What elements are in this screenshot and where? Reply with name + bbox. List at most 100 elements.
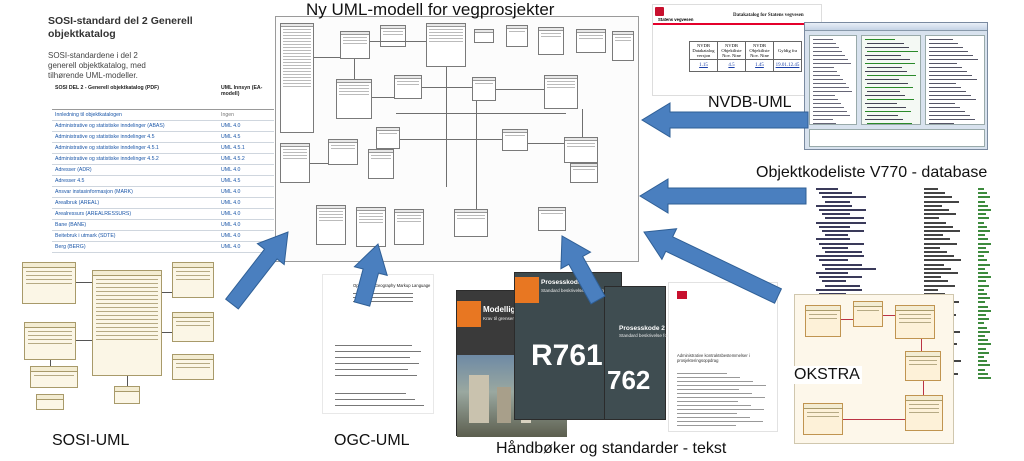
table-row: Arealressurs (AREALRESSURS)UML 4.0 (52, 208, 274, 220)
statens-vegvesen-logo: Statens vegvesen (655, 7, 693, 22)
uml-class-box (895, 305, 935, 339)
uml-class-box (576, 29, 606, 53)
nvdb-table-header: NVDB Objektliste Nov. Nine (745, 41, 774, 60)
nvdb-table-header: NVDB Datakatalog versjon (689, 41, 718, 60)
sosi-row-uml[interactable]: UML 4.0 (218, 208, 274, 220)
sosi-row-name[interactable]: Arealbruk (AREAL) (52, 197, 218, 209)
nvdb-catalog-webpage: Statens vegvesen Datakatalog for Statens… (652, 4, 822, 96)
table-row: Bane (BANE)UML 4.0 (52, 219, 274, 231)
sosi-row-name[interactable]: Bane (BANE) (52, 219, 218, 231)
book-number: 762 (607, 365, 651, 395)
table-row: Adresser (ADR)UML 4.0 (52, 164, 274, 176)
ogc-doc-title: OpenGIS® Geography Markup Language (353, 283, 431, 288)
uml-class-box (24, 322, 76, 360)
nvdb-table-value[interactable]: 19.01.12.45 (773, 59, 802, 72)
uml-class-box (612, 31, 634, 61)
sosi-row-name[interactable]: Beitebruk i utmark (SDTE) (52, 230, 218, 242)
model-title: Ny UML-modell for vegprosjekter (306, 0, 555, 19)
sosi-row-name[interactable]: Administrative og statistiske inndelinge… (52, 120, 218, 132)
table-header-row: SOSI DEL 2 - Generell objektkatalog (PDF… (52, 83, 274, 110)
sosi-row-uml[interactable]: UML 4.0 (218, 164, 274, 176)
nvdb-table-header: NVDB Objektliste Nov. Nine (717, 41, 746, 60)
handboker-label: Håndbøker og standarder - tekst (496, 440, 727, 457)
uml-class-box (92, 270, 162, 376)
book-subtitle: Krav til grenser (483, 316, 514, 321)
nvdb-uml-label: NVDB-UML (708, 94, 792, 111)
sosi-row-uml[interactable]: UML 4.5.2 (218, 153, 274, 165)
table-row: Ansvar instasinformasjon (MARK)UML 4.0 (52, 186, 274, 198)
sosi-row-uml[interactable]: UML 4.0 (218, 219, 274, 231)
table-row: Administrative og statistiske inndelinge… (52, 153, 274, 165)
sosi-row-name[interactable]: Administrative og statistiske inndelinge… (52, 131, 218, 143)
uml-class-box (368, 149, 394, 179)
sosi-catalog-panel: SOSI-standard del 2 Generell objektkatal… (48, 15, 274, 265)
nvdb-table-value[interactable]: 1.45 (745, 59, 774, 72)
sosi-row-uml[interactable]: UML 4.0 (218, 241, 274, 253)
uml-class-box (172, 262, 214, 298)
uml-class-box (564, 137, 598, 163)
sosi-row-uml[interactable]: UML 4.0 (218, 197, 274, 209)
sosi-row-uml[interactable]: UML 4.5 (218, 131, 274, 143)
nvdb-org-name: Statens vegvesen (658, 17, 694, 22)
sosi-row-uml[interactable]: UML 4.5 (218, 175, 274, 187)
nvdb-table-header: Gyldig fra (773, 41, 802, 60)
ogc-uml-label: OGC-UML (334, 432, 410, 449)
uml-class-box (803, 403, 843, 435)
sosi-row-uml[interactable]: UML 4.0 (218, 230, 274, 242)
uml-class-box (380, 25, 406, 47)
uml-class-box (280, 143, 310, 183)
book-subtitle: Standard beskrivelse for bruer (619, 333, 681, 338)
uml-class-box (474, 29, 494, 43)
book-number: R761 (531, 339, 603, 372)
uml-class-box (356, 207, 386, 247)
sosi-row-name[interactable]: Administrative og statistiske inndelinge… (52, 142, 218, 154)
sosi-row-name[interactable]: Berg (BERG) (52, 241, 218, 253)
uml-class-box (538, 27, 564, 55)
sosi-row-uml[interactable]: UML 4.0 (218, 186, 274, 198)
uml-class-box (905, 395, 943, 431)
sosi-row-name[interactable]: Ansvar instasinformasjon (MARK) (52, 186, 218, 198)
sosi-row-name[interactable]: Administrative og statistiske inndelinge… (52, 153, 218, 165)
uml-class-box (114, 386, 140, 404)
sosi-catalog-title: SOSI-standard del 2 Generell objektkatal… (48, 15, 193, 40)
sosi-col-pdf: SOSI DEL 2 - Generell objektkatalog (PDF… (52, 83, 218, 110)
statens-vegvesen-logo (677, 291, 687, 299)
okstra-label: OKSTRA (792, 366, 862, 384)
uml-class-box (22, 262, 76, 304)
uml-class-box (316, 205, 346, 245)
ogc-document: OpenGIS® Geography Markup Language (322, 274, 434, 414)
table-row: Beitebruk i utmark (SDTE)UML 4.0 (52, 230, 274, 242)
uml-class-box (172, 312, 214, 342)
nvdb-table-value[interactable]: 1.15 (689, 59, 718, 72)
uml-class-box (340, 31, 370, 59)
uml-class-box (805, 305, 841, 337)
sosi-row-uml[interactable]: UML 4.0 (218, 120, 274, 132)
uml-class-box (853, 301, 883, 327)
sosi-row-name[interactable]: Adresser 4.5 (52, 175, 218, 187)
nvdb-table-value[interactable]: 4.5 (717, 59, 746, 72)
sosi-catalog-description: SOSI-standardene i del 2 generell objekt… (48, 51, 146, 80)
table-row: Berg (BERG)UML 4.0 (52, 241, 274, 253)
sosi-catalog-table: SOSI DEL 2 - Generell objektkatalog (PDF… (52, 83, 274, 253)
uml-class-box (336, 79, 372, 119)
table-row: Administrative og statistiske inndelinge… (52, 120, 274, 132)
book-title: Prosesskode 2 (619, 325, 665, 332)
uml-class-box (376, 127, 400, 149)
nvdb-datakatalog-app-window (804, 22, 988, 150)
sosi-row-name[interactable]: Adresser (ADR) (52, 164, 218, 176)
sosi-row-uml: Ingen (218, 109, 274, 121)
table-row: Administrative og statistiske inndelinge… (52, 131, 274, 143)
kontraktsbestemmelser-document: Administrative kontraktsbestemmelser i p… (668, 282, 778, 432)
uml-class-box (394, 209, 424, 245)
sosi-row-name[interactable]: Arealressurs (AREALRESSURS) (52, 208, 218, 220)
sosi-row-uml[interactable]: UML 4.5.1 (218, 142, 274, 154)
sosi-uml-diagram (22, 262, 214, 412)
uml-class-box (502, 129, 528, 151)
uml-class-box (36, 394, 64, 410)
sosi-uml-label: SOSI-UML (52, 432, 130, 449)
sosi-row-name[interactable]: Innledning til objektkatalogen (52, 109, 218, 121)
uml-class-box (328, 139, 358, 165)
